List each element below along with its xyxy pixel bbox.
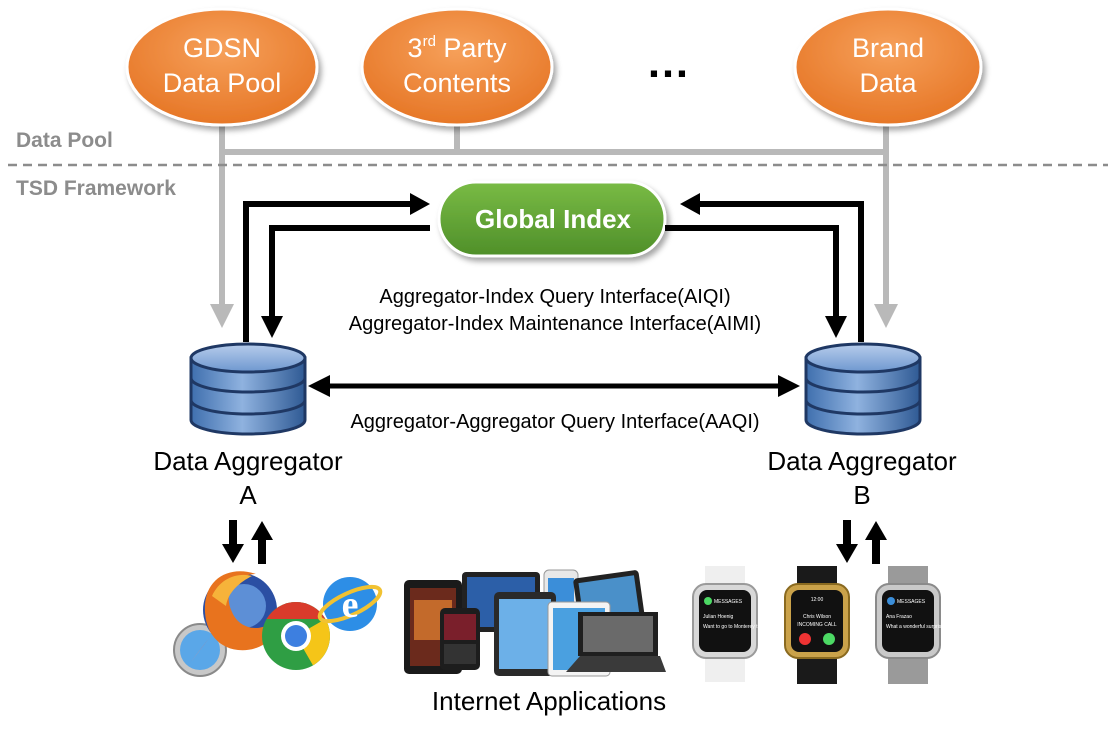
aggregator-a-index-arrows — [243, 193, 430, 342]
aaqi-label: Aggregator-Aggregator Query Interface(AA… — [350, 411, 759, 433]
internet-explorer-icon: e — [317, 577, 383, 631]
browser-icons: e — [173, 571, 383, 677]
smartwatch-icon: MESSAGES Ana Frazao What a wonderful sur… — [875, 566, 944, 684]
watch-body: Want to go to Monterey this weekend? — [703, 624, 788, 630]
aggregator-b-label: Data Aggregator — [767, 446, 957, 476]
aaqi-double-arrow — [308, 375, 800, 397]
smartwatch-icon: MESSAGES Julian Hoenig Want to go to Mon… — [692, 566, 788, 682]
pool-label-line2: Contents — [403, 68, 511, 98]
database-icon — [189, 342, 307, 436]
aiqi-label: Aggregator-Index Query Interface(AIQI) — [379, 286, 730, 308]
pool-label-line1: Brand — [852, 33, 924, 63]
aggregator-b-letter: B — [853, 480, 870, 510]
ie-letter: e — [342, 584, 359, 626]
watch-header: MESSAGES — [714, 599, 743, 605]
watch-header: 12:00 — [811, 597, 824, 603]
global-index-label: Global Index — [475, 204, 632, 234]
section-label-data-pool: Data Pool — [16, 129, 113, 152]
aggregator-b-app-arrows — [836, 520, 887, 564]
global-index: Global Index — [437, 180, 667, 258]
watch-name: Ana Frazao — [886, 614, 912, 620]
device-icons — [404, 569, 666, 677]
smartwatch-icon: 12:00 Chris Wilson INCOMING CALL — [784, 566, 850, 684]
aimi-label: Aggregator-Index Maintenance Interface(A… — [349, 313, 761, 335]
data-pool-brand: Brand Data — [793, 7, 983, 127]
aggregator-a-letter: A — [239, 480, 257, 510]
watch-header: MESSAGES — [897, 599, 926, 605]
smartphone-icon — [440, 608, 480, 670]
watch-name: Julian Hoenig — [703, 614, 734, 620]
data-pool-third-party: 3rd Party Contents — [360, 7, 554, 127]
aggregator-a-app-arrows — [222, 520, 273, 564]
aggregator-b-index-arrows — [665, 193, 864, 342]
safari-icon — [173, 623, 227, 677]
data-pool-connectors — [210, 123, 898, 328]
data-pool-gdsn: GDSN Data Pool — [125, 7, 319, 127]
pool-label-line1: GDSN — [183, 33, 261, 63]
decline-call-icon — [799, 633, 811, 645]
internet-applications-label: Internet Applications — [432, 686, 666, 716]
watch-name: Chris Wilson — [803, 614, 831, 620]
watch-body: What a wonderful surprise — [886, 624, 944, 630]
pool-label-line1: 3rd Party — [408, 33, 507, 63]
laptop-icon — [566, 612, 666, 672]
firefox-icon — [203, 571, 279, 651]
watch-body: INCOMING CALL — [797, 622, 837, 628]
tablet-icon — [494, 592, 556, 676]
section-label-tsd-framework: TSD Framework — [16, 177, 176, 200]
accept-call-icon — [823, 633, 835, 645]
database-icon — [804, 342, 922, 436]
pool-label-line2: Data — [859, 68, 917, 98]
more-pools-ellipsis: … — [646, 38, 690, 87]
aggregator-a-label: Data Aggregator — [153, 446, 343, 476]
pool-label-line2: Data Pool — [163, 68, 282, 98]
